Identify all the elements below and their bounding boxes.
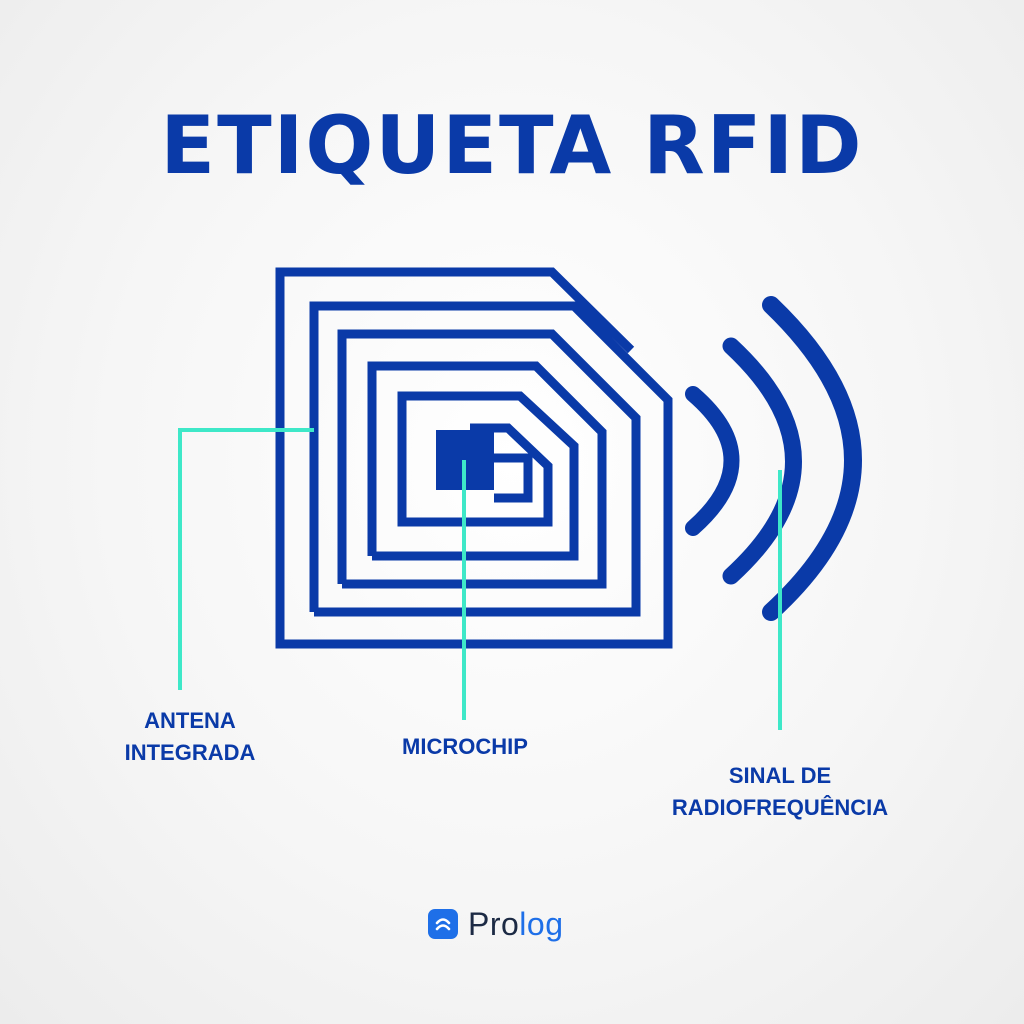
antenna-chip-link <box>494 453 533 503</box>
signal-wave-medium <box>722 337 802 585</box>
antenna-loop-2 <box>314 329 641 617</box>
signal-label-line-1: SINAL DE <box>728 763 832 788</box>
microchip-label-text: MICROCHIP <box>402 734 528 759</box>
brand-name: Prolog <box>468 906 564 943</box>
page-title: ETIQUETA RFID <box>160 99 864 192</box>
microchip-label: MICROCHIP <box>380 731 550 763</box>
signal-wave-small <box>685 386 740 536</box>
brand-name-part-2: log <box>519 905 564 942</box>
antenna-label: ANTENA INTEGRADA <box>100 705 280 769</box>
antenna-label-line-1: ANTENA <box>144 708 236 733</box>
antenna-loop-3 <box>342 361 607 589</box>
prolog-logo-icon <box>428 909 458 939</box>
antenna-label-line-2: INTEGRADA <box>124 740 256 765</box>
signal-label-line-2: RADIOFREQUÊNCIA <box>671 795 889 820</box>
leader-lines <box>178 428 782 730</box>
antenna-coil <box>275 267 673 649</box>
radio-signal-waves <box>685 296 862 621</box>
signal-wave-large <box>762 296 862 621</box>
antenna-loop-1 <box>275 267 673 649</box>
brand-name-part-1: Pro <box>468 905 520 942</box>
signal-label: SINAL DE RADIOFREQUÊNCIA <box>620 760 940 824</box>
brand-logo: Prolog <box>428 904 564 944</box>
antenna-loop-4 <box>372 391 579 561</box>
antenna-leader-line <box>178 428 314 690</box>
